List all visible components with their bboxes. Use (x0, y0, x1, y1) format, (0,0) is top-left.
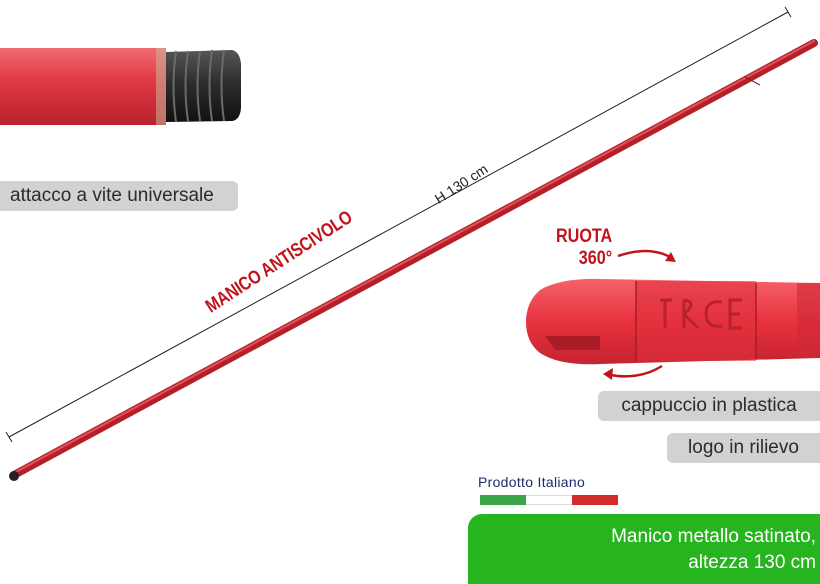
made-in-italy-label: Prodotto Italiano (478, 474, 586, 490)
embossed-logo-label: logo in rilievo (667, 433, 820, 463)
flag-red (572, 495, 618, 505)
product-description-box: Manico metallo satinato, altezza 130 cm (468, 514, 820, 584)
embossed-logo (660, 298, 742, 330)
screw-attachment-closeup (0, 48, 241, 125)
product-description-line2: altezza 130 cm (688, 552, 816, 573)
rotation-label-line1: RUOTA (556, 226, 613, 247)
plastic-cap-closeup (526, 278, 820, 365)
rotation-arrow-icon (617, 249, 676, 262)
flag-green (480, 495, 526, 505)
italian-flag-stripe (480, 495, 618, 505)
plastic-cap-label: cappuccio in plastica (598, 391, 820, 421)
product-description-line1: Manico metallo satinato, (611, 526, 816, 547)
rotation-label-line2: 360° (578, 248, 613, 269)
screw-attachment-label: attacco a vite universale (0, 181, 238, 211)
rotation-label: RUOTA 360° (556, 226, 612, 270)
flag-white (526, 495, 572, 505)
dimension-line (5, 6, 792, 443)
rotation-arrow-icon (603, 364, 663, 380)
broom-handle (9, 39, 818, 481)
